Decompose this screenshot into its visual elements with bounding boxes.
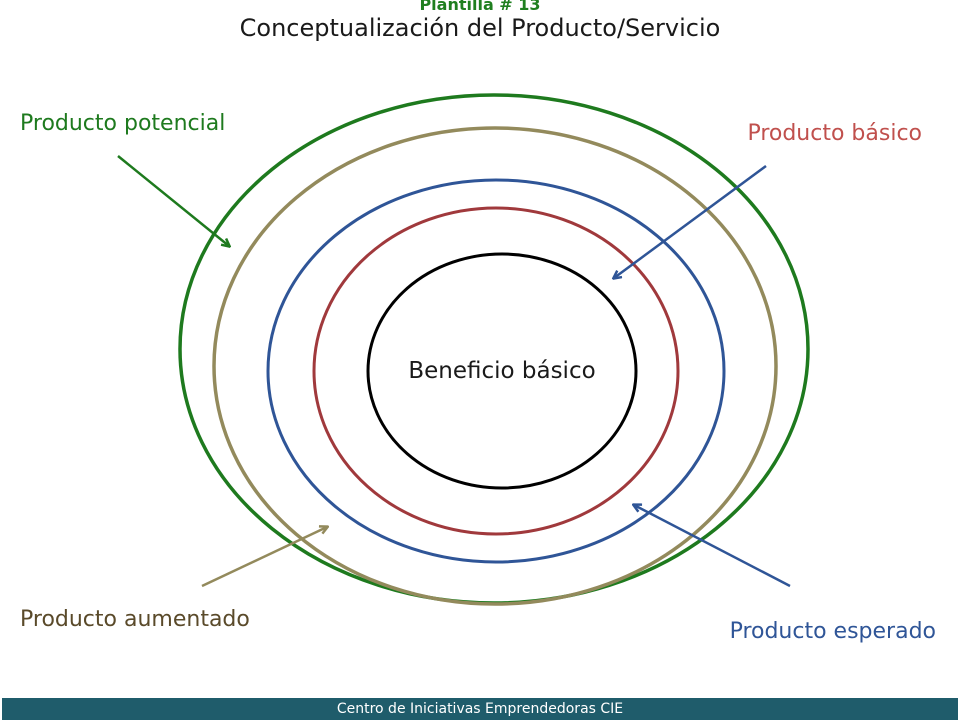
- label-producto-esperado: Producto esperado: [729, 619, 936, 644]
- core-benefit-label: Beneficio básico: [408, 358, 596, 384]
- ring-basico: [312, 206, 680, 536]
- arrow-basico: [614, 164, 767, 278]
- page-title: Conceptualización del Producto/Servicio: [239, 14, 721, 42]
- label-producto-aumentado: Producto aumentado: [20, 607, 250, 632]
- arrow-potencial: [117, 155, 229, 246]
- template-number: Plantilla # 13: [419, 0, 541, 14]
- arrow-esperado: [634, 505, 791, 588]
- label-producto-basico: Producto básico: [747, 121, 922, 146]
- arrow-aumentado: [201, 527, 327, 588]
- label-producto-potencial: Producto potencial: [20, 111, 226, 136]
- ring-aumentado: [212, 126, 778, 606]
- ring-core: [366, 252, 638, 490]
- ring-esperado: [266, 178, 726, 564]
- footer-bar: Centro de Iniciativas Emprendedoras CIE: [2, 698, 958, 720]
